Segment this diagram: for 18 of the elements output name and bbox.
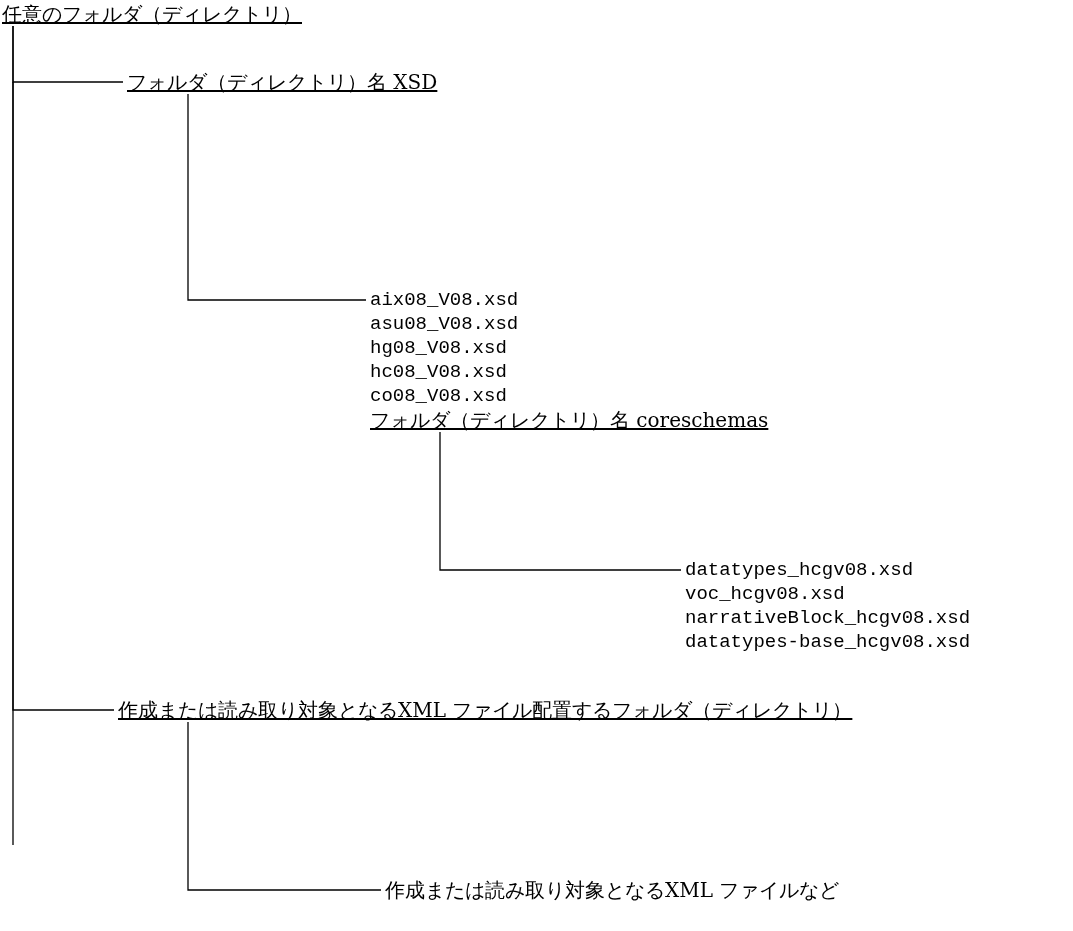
tree-connector	[12, 25, 115, 711]
file-name: co08_V08.xsd	[370, 384, 508, 408]
file-name: asu08_V08.xsd	[370, 312, 519, 336]
file-name: datatypes_hcgv08.xsd	[685, 558, 915, 582]
folder-name: 作成または読み取り対象となるXML ファイル配置するフォルダ（ディレクトリ）	[118, 698, 853, 722]
folder-name: フォルダ（ディレクトリ）名 coreschemas	[370, 408, 769, 432]
file-name: 作成または読み取り対象となるXML ファイルなど	[385, 878, 840, 902]
file-name: datatypes-base_hcgv08.xsd	[685, 630, 971, 654]
file-name: hg08_V08.xsd	[370, 336, 508, 360]
file-name: narrativeBlock_hcgv08.xsd	[685, 606, 971, 630]
tree-connector	[187, 93, 367, 301]
file-name: voc_hcgv08.xsd	[685, 582, 846, 606]
file-name: hc08_V08.xsd	[370, 360, 508, 384]
tree-connector	[439, 431, 682, 571]
folder-name: 任意のフォルダ（ディレクトリ）	[2, 2, 302, 26]
folder-name: フォルダ（ディレクトリ）名 XSD	[127, 70, 438, 94]
tree-connector	[187, 721, 382, 891]
file-name: aix08_V08.xsd	[370, 288, 519, 312]
